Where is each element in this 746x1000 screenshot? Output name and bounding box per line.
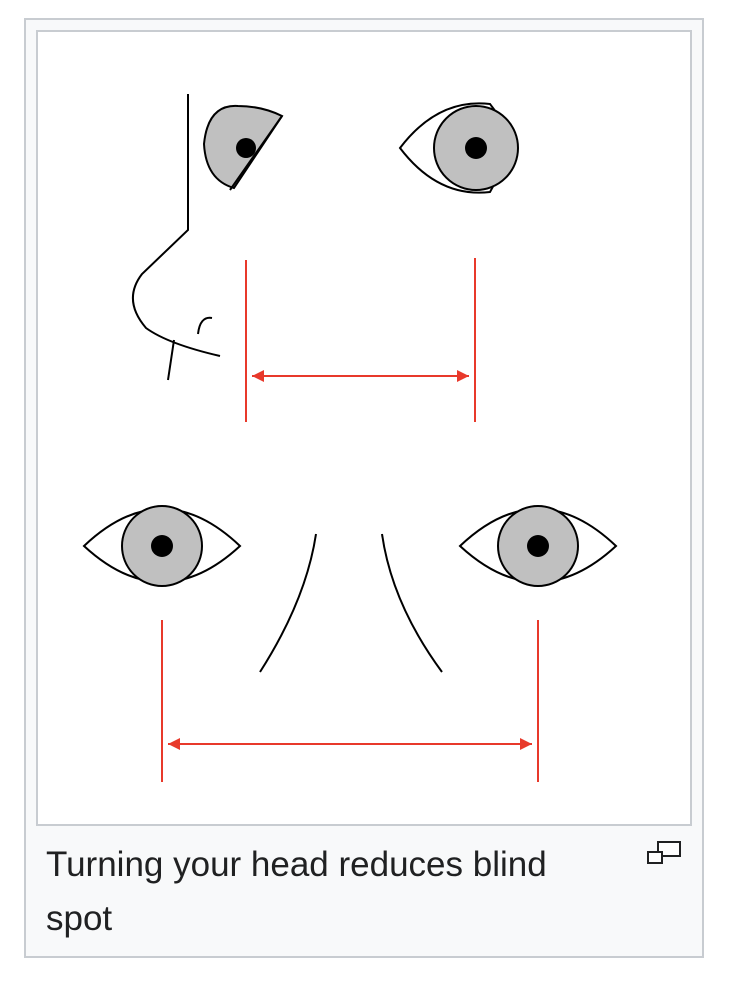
image-thumbnail-frame: Turning your head reduces blind spot [24,18,704,958]
profile-nostril [197,316,213,335]
image-caption: Turning your head reduces blind spot [46,845,547,938]
magnify-icon[interactable] [646,840,682,866]
forward-head-group [82,505,618,782]
nose-left-side [259,533,317,673]
turned-head-group [131,94,519,422]
left-eye [82,505,242,587]
blind-spot-diagram [82,94,618,782]
profile-nose-line [131,94,221,357]
far-eye [398,102,519,194]
right-eye [458,505,618,587]
profile-chin-line [167,339,175,381]
image-container[interactable] [36,30,692,826]
near-eye [202,104,284,191]
forward-head-distance-marker [161,620,539,782]
nose-right-side [381,533,443,673]
turned-head-distance-marker [245,258,476,422]
